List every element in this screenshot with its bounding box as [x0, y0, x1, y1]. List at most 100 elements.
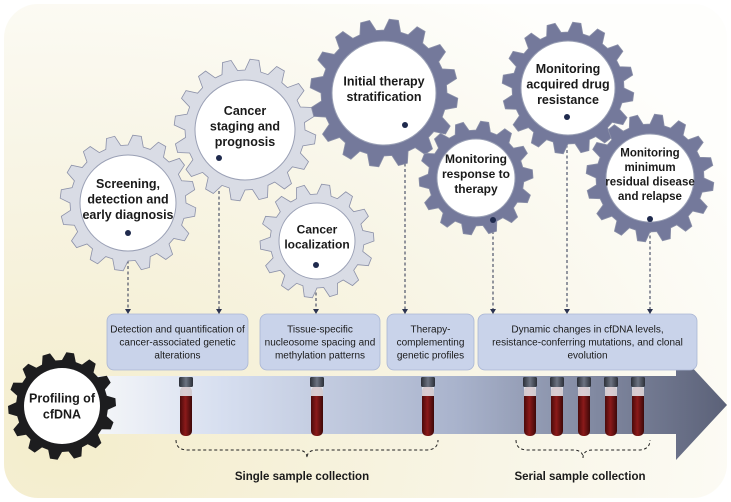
tube-cap: [577, 377, 591, 387]
info-box-label-nucleosome-line: Tissue-specific: [287, 325, 353, 336]
gear-face: [79, 154, 177, 252]
blood-tube: [604, 377, 618, 436]
gear-face: [331, 40, 437, 146]
info-box-label-dynamic-changes-line: evolution: [567, 351, 607, 362]
gear-anchor-dot: [490, 217, 496, 223]
gear-label-resistance-line: Monitoring: [536, 62, 601, 76]
tube-plasma: [180, 386, 192, 396]
gear-face: [194, 79, 296, 181]
info-box-label-therapy-profiles-line: Therapy-: [410, 325, 450, 336]
info-box-label-therapy-profiles-line: genetic profiles: [397, 351, 464, 362]
info-box-bg: [477, 313, 698, 371]
info-box-label-therapy-profiles-line: complementing: [397, 338, 465, 349]
info-box-bg: [259, 313, 381, 371]
gear-label-screening-line: Screening,: [96, 177, 160, 191]
tube-plasma: [524, 386, 536, 396]
tube-plasma: [578, 386, 590, 396]
tube-plasma: [632, 386, 644, 396]
braces-layer: [175, 439, 651, 459]
blood-tube: [631, 377, 645, 436]
gear-label-screening: Screening,detection and early diagnosis: [82, 177, 173, 222]
tube-body: [422, 386, 434, 436]
tube-body: [605, 386, 617, 436]
gear-label-response-line: response to: [442, 167, 510, 181]
profiling-label: Profiling of cfDNA: [29, 391, 96, 421]
info-box-bg: [106, 313, 249, 371]
tube-cap: [550, 377, 564, 387]
info-box-label-genetic-alterations-line: alterations: [154, 351, 200, 362]
gear-label-screening-line: early diagnosis: [82, 208, 173, 222]
info-box-label-nucleosome-line: methylation patterns: [275, 351, 365, 362]
gear-face: [278, 202, 356, 280]
tube-body: [311, 386, 323, 436]
gear-label-staging-line: Cancer: [224, 104, 267, 118]
gear-label-response-line: Monitoring: [445, 152, 507, 166]
info-box-label-nucleosome: Tissue-specific nucleosome spacing and met…: [265, 325, 376, 362]
tube-plasma: [422, 386, 434, 396]
tube-body: [578, 386, 590, 436]
info-box-label-genetic-alterations-line: Detection and quantification of: [110, 325, 245, 336]
tube-cap: [631, 377, 645, 387]
gear-label-resistance-line: resistance: [537, 93, 599, 107]
gear-screening: Screening,detection and early diagnosis: [59, 134, 197, 272]
blood-tube: [179, 377, 193, 436]
info-box-label-dynamic-changes-line: resistance-conferring mutations, and clo…: [492, 338, 683, 349]
gear-anchor-dot: [402, 122, 408, 128]
gear-label-initial-therapy-line: Initial therapy: [343, 75, 424, 89]
gear-label-mrd-line: Monitoring: [620, 147, 679, 159]
gear-label-response-line: therapy: [454, 182, 498, 196]
single-sample-caption: Single sample collection: [235, 471, 369, 483]
connector-arrowhead: [216, 309, 222, 314]
serial-sample-caption: Serial sample collection: [514, 471, 645, 483]
gear-label-screening-line: detection and: [87, 192, 168, 206]
info-box-label-dynamic-changes: Dynamic changes in cfDNA levels, resistan…: [492, 325, 683, 362]
blood-tube: [523, 377, 537, 436]
profiling-label-line: Profiling of: [29, 391, 96, 405]
tube-body: [524, 386, 536, 436]
gear-label-mrd-line: and relapse: [618, 191, 682, 203]
tube-cap: [179, 377, 193, 387]
blood-tube: [310, 377, 324, 436]
tube-plasma: [551, 386, 563, 396]
gear-label-localization-line: Cancer: [297, 223, 338, 237]
tube-cap: [523, 377, 537, 387]
gear-anchor-dot: [647, 216, 653, 222]
tube-cap: [604, 377, 618, 387]
connector-arrowhead: [490, 309, 496, 314]
connector-arrowhead: [647, 309, 653, 314]
blood-tube: [421, 377, 435, 436]
blood-tube: [550, 377, 564, 436]
info-box-label-nucleosome-line: nucleosome spacing and: [265, 338, 376, 349]
tube-body: [180, 386, 192, 436]
profiling-label-line: cfDNA: [43, 407, 81, 421]
gear-face: [520, 40, 616, 136]
gear-face: [436, 138, 516, 218]
gear-face: [24, 368, 100, 444]
info-box-label-dynamic-changes-line: Dynamic changes in cfDNA levels,: [511, 325, 663, 336]
tube-cap: [310, 377, 324, 387]
tube-body: [551, 386, 563, 436]
tube-cap: [421, 377, 435, 387]
tube-body: [632, 386, 644, 436]
gear-anchor-dot: [216, 155, 222, 161]
blood-tubes-layer: [179, 377, 645, 436]
info-box-bg: [386, 313, 475, 371]
connector-arrowhead: [125, 309, 131, 314]
info-box-therapy-profiles: Therapy-complementing genetic profiles: [386, 313, 475, 371]
connector-arrowhead: [564, 309, 570, 314]
